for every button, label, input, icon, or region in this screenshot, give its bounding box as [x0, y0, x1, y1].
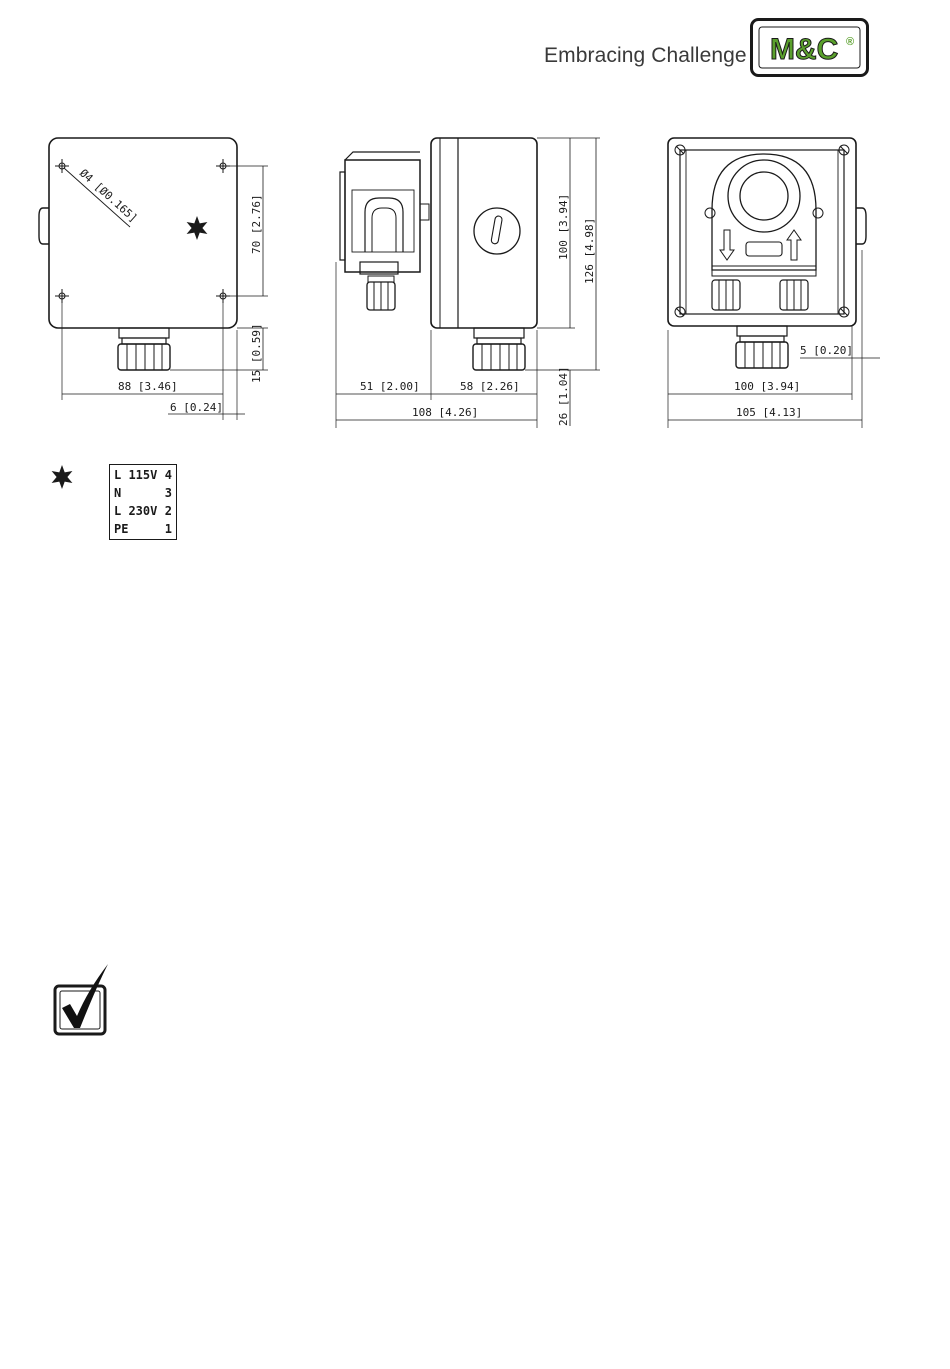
- star-icon: [50, 465, 74, 489]
- terminal-row: L 115V 4: [114, 466, 172, 484]
- checkbox-check-icon: [52, 962, 110, 1038]
- view-back-housing: [49, 138, 237, 328]
- view-front: 5 [0.20] 100 [3.94] 105 [4.13]: [668, 138, 880, 428]
- terminal-row: PE 1: [114, 520, 172, 538]
- dim-box-height: 100 [3.94]: [557, 194, 570, 260]
- terminal-row: L 230V 2: [114, 502, 172, 520]
- dim-front-total-width: 105 [4.13]: [736, 406, 802, 419]
- dim-hole-spacing-v: 70 [2.76]: [250, 194, 263, 254]
- dim-bottom-offset: 26 [1.04]: [557, 366, 570, 426]
- dim-gland-height: 15 [0.59]: [250, 323, 263, 383]
- dim-hole-spacing-h: 88 [3.46]: [118, 380, 178, 393]
- dim-front-width: 100 [3.94]: [734, 380, 800, 393]
- dim-offset-right: 6 [0.24]: [170, 401, 223, 414]
- terminal-row: N 3: [114, 484, 172, 502]
- dim-front-side-offset: 5 [0.20]: [800, 344, 853, 357]
- dim-total-height: 126 [4.98]: [583, 218, 596, 284]
- dim-hole: Ø4 [Ø0.165]: [77, 167, 140, 225]
- view-side: 100 [3.94] 126 [4.98] 26 [1.04] 51 [2.00…: [336, 138, 600, 428]
- dim-box-depth: 58 [2.26]: [460, 380, 520, 393]
- star-marker-icon: [187, 216, 208, 240]
- dim-total-depth: 108 [4.26]: [412, 406, 478, 419]
- terminal-table: L 115V 4 N 3 L 230V 2 PE 1: [109, 464, 177, 540]
- view-back: Ø4 [Ø0.165] 70 [2.76] 15 [0.59] 88 [3.46…: [39, 138, 268, 420]
- dim-clamp-width: 51 [2.00]: [360, 380, 420, 393]
